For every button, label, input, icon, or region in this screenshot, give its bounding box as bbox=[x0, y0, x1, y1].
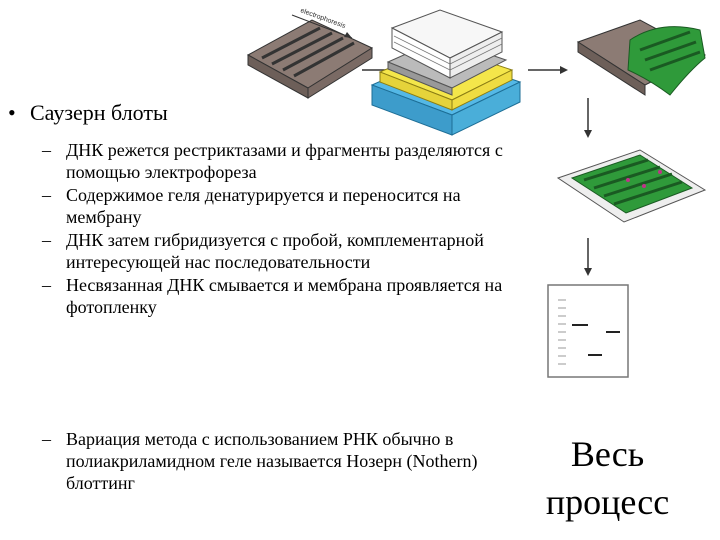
sub-bullet-list: –ДНК режется рестриктазами и фрагменты р… bbox=[36, 139, 506, 319]
hybridization-bag bbox=[556, 149, 707, 223]
arrow-down-icon bbox=[584, 238, 592, 276]
sub-bullet: –ДНК режется рестриктазами и фрагменты р… bbox=[42, 140, 503, 182]
transfer-stack bbox=[370, 9, 522, 136]
sub-bullet: –Несвязанная ДНК смывается и мембрана пр… bbox=[42, 275, 503, 317]
process-caption: Весь процесс bbox=[520, 430, 695, 526]
autoradiograph-film bbox=[547, 284, 629, 378]
variation-text: Вариация метода с использованием РНК обы… bbox=[66, 429, 478, 493]
variation-bullet-list: –Вариация метода с использованием РНК об… bbox=[36, 428, 506, 495]
sub-bullet-text: Несвязанная ДНК смывается и мембрана про… bbox=[66, 275, 503, 317]
gel-slab bbox=[246, 19, 374, 99]
sub-bullet: –Содержимое геля денатурируется и перено… bbox=[42, 185, 461, 227]
gel-label-arrow bbox=[291, 14, 353, 39]
sub-bullet-text: Содержимое геля денатурируется и перенос… bbox=[66, 185, 461, 227]
main-bullet-text: Саузерн блоты bbox=[30, 100, 168, 125]
arrow-down-icon bbox=[584, 98, 592, 138]
bullet-dot: • bbox=[8, 100, 16, 125]
membrane-peel bbox=[576, 19, 707, 96]
caption-line: процесс bbox=[545, 482, 670, 522]
sub-bullet-text: ДНК затем гибридизуется с пробой, компле… bbox=[66, 230, 484, 272]
caption-line: Весь bbox=[570, 434, 645, 474]
sub-bullet: –Вариация метода с использованием РНК об… bbox=[42, 429, 478, 493]
arrow-right-icon bbox=[528, 66, 568, 74]
sub-bullet: –ДНК затем гибридизуется с пробой, компл… bbox=[42, 230, 484, 272]
sub-bullet-text: ДНК режется рестриктазами и фрагменты ра… bbox=[66, 140, 503, 182]
main-bullet: • Саузерн блоты bbox=[8, 100, 268, 126]
